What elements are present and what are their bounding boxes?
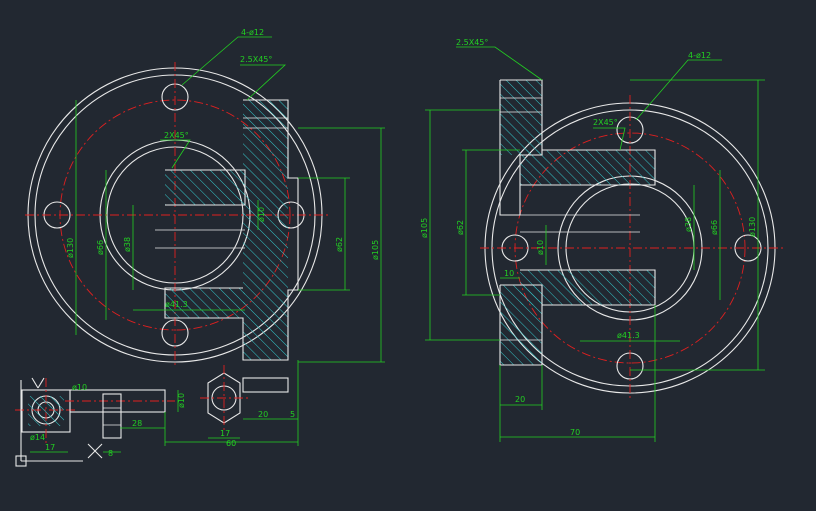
label-d66: ø66 [710, 220, 719, 235]
leader-chamfer-inner [593, 127, 626, 151]
hub-bottom-hatch [520, 270, 655, 305]
leader-chamfer-top [456, 46, 543, 81]
leader-holes [635, 59, 722, 121]
label-d105: ø105 [371, 240, 380, 260]
flange-section-outline[interactable] [164, 99, 299, 361]
label-chamfer-inner: 2X45° [593, 118, 618, 127]
label-d10a: ø10 [72, 383, 87, 392]
ucs-y-mark [31, 377, 39, 389]
flange-foot[interactable] [242, 377, 289, 393]
label-w60: 60 [226, 439, 236, 448]
label-side: ø14 [30, 433, 45, 442]
label-d130: ø130 [66, 238, 75, 258]
ucs-origin-box [15, 455, 27, 467]
label-d10: ø10 [257, 207, 266, 222]
label-w28: 28 [132, 419, 142, 428]
label-w20: 20 [515, 395, 525, 404]
label-chamfer-inner: 2X45° [164, 131, 189, 140]
ucs-icon[interactable] [15, 377, 103, 467]
label-d38: ø38 [123, 237, 132, 252]
label-d38: ø38 [684, 217, 693, 232]
label-w17a: 17 [45, 443, 55, 452]
label-w70: 70 [570, 428, 580, 437]
label-holes: 4-ø12 [241, 28, 264, 37]
small-part-hatch [28, 396, 64, 426]
label-d41-3: ø41.3 [165, 300, 188, 309]
hub-top-hatch [165, 170, 245, 205]
label-chamfer-top: 2.5X45° [456, 38, 488, 47]
bottom-views[interactable]: ø10 ø10 28 8 17 17 60 20 5 ø14 [15, 360, 299, 467]
hub-bottom-outline[interactable] [520, 269, 656, 306]
left-view[interactable]: 4-ø12 2.5X45° 2X45° ø130 ø66 ø38 ø10 ø62… [25, 28, 385, 393]
label-chamfer-top: 2.5X45° [240, 55, 272, 64]
ucs-y-mark [37, 377, 45, 389]
flange-top-hatch [500, 80, 542, 155]
label-d130: ø130 [748, 217, 757, 237]
label-w10: 10 [504, 269, 514, 278]
label-d10: ø10 [536, 240, 545, 255]
hub-top-hatch [520, 150, 655, 185]
label-w17b: 17 [220, 429, 230, 438]
hub-top-outline[interactable] [520, 149, 656, 186]
label-w20: 20 [258, 410, 268, 419]
leader-chamfer-top [240, 64, 287, 101]
label-d10b: ø10 [177, 393, 186, 408]
label-d41-3: ø41.3 [617, 331, 640, 340]
label-d62: ø62 [456, 220, 465, 235]
label-d62: ø62 [335, 237, 344, 252]
ucs-x-mark [87, 443, 103, 459]
label-d105: ø105 [420, 218, 429, 238]
label-holes: 4-ø12 [688, 51, 711, 60]
leader-holes [181, 36, 272, 86]
label-w8: 8 [108, 449, 113, 458]
rod-nut[interactable] [102, 393, 122, 439]
hub-section-outline[interactable] [165, 169, 246, 206]
label-d66: ø66 [96, 240, 105, 255]
flange-section-hatch [243, 100, 288, 360]
leader-chamfer-inner [160, 139, 191, 169]
label-w5: 5 [290, 410, 295, 419]
hub-bottom-hatch [165, 288, 245, 318]
right-view[interactable]: 2.5X45° 4-ø12 2X45° ø105 ø62 ø10 10 ø38 … [420, 38, 785, 442]
